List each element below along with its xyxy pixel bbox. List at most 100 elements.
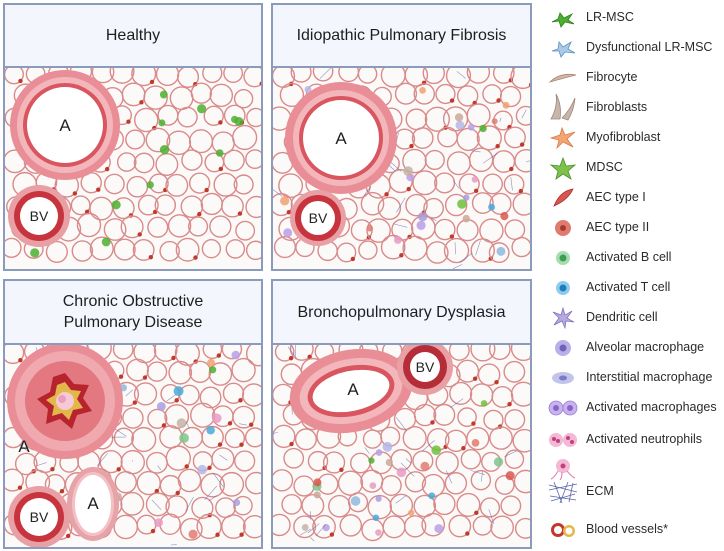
- capillary: [329, 532, 335, 537]
- alveolus-wall: [146, 361, 168, 382]
- alveolus-wall: [155, 152, 179, 176]
- alveolus-wall: [235, 220, 256, 241]
- alveolus-wall: [456, 127, 480, 152]
- legend-label: Fibroblasts: [586, 100, 648, 114]
- legend-label: Activated neutrophils: [586, 432, 703, 446]
- inflamed-airway: [7, 345, 123, 459]
- ecm-fiber: [185, 496, 194, 512]
- alveolus-wall: [458, 173, 480, 195]
- alveolus-wall: [221, 514, 246, 539]
- capillary: [132, 400, 138, 405]
- legend-item: AEC type II: [548, 216, 724, 240]
- alveolus-wall: [176, 106, 198, 128]
- alveolus-wall: [339, 514, 363, 537]
- alveolus-wall: [290, 68, 312, 83]
- ecm-fiber: [96, 453, 108, 467]
- alveolus-wall: [242, 514, 261, 539]
- tissue-cell: [188, 529, 198, 539]
- alveolus-wall: [281, 493, 303, 515]
- bpd-tissue-svg: A BV: [273, 345, 530, 542]
- alveolus-wall: [155, 68, 180, 87]
- legend-label: Myofibroblast: [586, 130, 661, 144]
- ecm-fiber: [395, 495, 407, 504]
- mdsc-icon: [549, 156, 577, 180]
- alveolus-wall: [5, 468, 24, 492]
- alveolus-wall: [337, 470, 364, 496]
- capillary: [174, 398, 179, 403]
- activated-neutrophils-icon: [549, 433, 577, 447]
- panel-healthy-illustration: A BV: [5, 68, 261, 269]
- legend-item: Activated macrophages: [548, 396, 724, 420]
- ecm-fiber: [219, 454, 228, 461]
- tissue-cell: [493, 457, 504, 467]
- alveolus-wall: [422, 68, 445, 85]
- alveolus-wall: [424, 149, 445, 171]
- alveolus-wall: [433, 492, 456, 516]
- alveolus-wall: [413, 403, 437, 427]
- panel-bpd-title: Bronchopulmonary Dysplasia: [273, 281, 530, 345]
- alveolus-wall: [132, 239, 155, 261]
- tissue-cell: [375, 495, 382, 502]
- airway: [289, 348, 413, 434]
- alveolus-wall: [116, 152, 137, 172]
- capillary: [474, 510, 479, 516]
- alveolus-wall: [112, 345, 134, 360]
- alveolus-wall: [167, 214, 192, 238]
- alveolus-wall: [405, 193, 428, 217]
- panel-copd: Chronic Obstructive Pulmonary Disease A …: [3, 279, 263, 549]
- aec-type-2-icon: [555, 220, 571, 236]
- alveolus-wall: [154, 194, 177, 216]
- alveolus-wall: [71, 240, 94, 262]
- alveolus-wall: [233, 495, 253, 516]
- ecm-fiber: [208, 495, 218, 502]
- tissue-cell: [156, 401, 166, 411]
- capillary: [96, 187, 101, 192]
- alveolar-macrophage-icon: [555, 340, 571, 356]
- tissue-cell: [159, 145, 170, 155]
- alveolus-wall: [443, 237, 470, 264]
- capillary: [350, 256, 356, 262]
- blood-vessels-icon: [551, 523, 575, 537]
- lumen-label-a: A: [347, 380, 359, 399]
- alveolus-wall: [293, 475, 315, 497]
- capillary: [171, 355, 176, 361]
- alveolus-wall: [233, 174, 254, 195]
- ecm-fiber: [300, 528, 312, 536]
- alveolus-wall: [89, 196, 114, 221]
- panel-bpd-illustration: A BV: [273, 345, 530, 547]
- alveolus-wall: [103, 218, 127, 241]
- legend-label: Alveolar macrophage: [586, 340, 705, 354]
- ecm-fiber: [482, 153, 498, 164]
- airway: [285, 82, 397, 194]
- capillary: [18, 357, 23, 363]
- tissue-cell: [385, 458, 393, 467]
- alveolus-wall: [221, 194, 244, 218]
- alveolus-wall: [514, 517, 530, 539]
- ecm-fiber: [431, 218, 437, 221]
- capillary: [507, 401, 512, 407]
- capillary: [461, 445, 466, 451]
- alveolus-wall: [180, 195, 204, 219]
- lumen-label-bv: BV: [30, 509, 49, 525]
- tissue-cell: [111, 200, 121, 210]
- alveolus-wall: [435, 83, 456, 105]
- tissue-cell: [463, 194, 470, 201]
- alveolus-wall: [504, 449, 525, 469]
- alveolus-wall: [174, 345, 200, 366]
- alveolus-wall: [109, 68, 135, 84]
- capillary: [154, 488, 160, 494]
- capillary: [496, 98, 501, 103]
- ecm-fiber: [459, 252, 473, 263]
- tissue-cell: [396, 467, 407, 478]
- capillary: [18, 78, 23, 84]
- dysfunctional-lr-msc-icon: [551, 40, 576, 58]
- alveolus-wall: [466, 103, 491, 128]
- capillary: [218, 120, 223, 125]
- alveolus-wall: [153, 345, 178, 362]
- ecm-fiber: [273, 432, 278, 434]
- fibrocyte-icon: [548, 73, 577, 83]
- tissue-cell: [231, 350, 241, 360]
- alveolus-wall: [201, 239, 222, 259]
- alveolus-wall: [403, 515, 427, 538]
- tissue-cell: [158, 119, 166, 127]
